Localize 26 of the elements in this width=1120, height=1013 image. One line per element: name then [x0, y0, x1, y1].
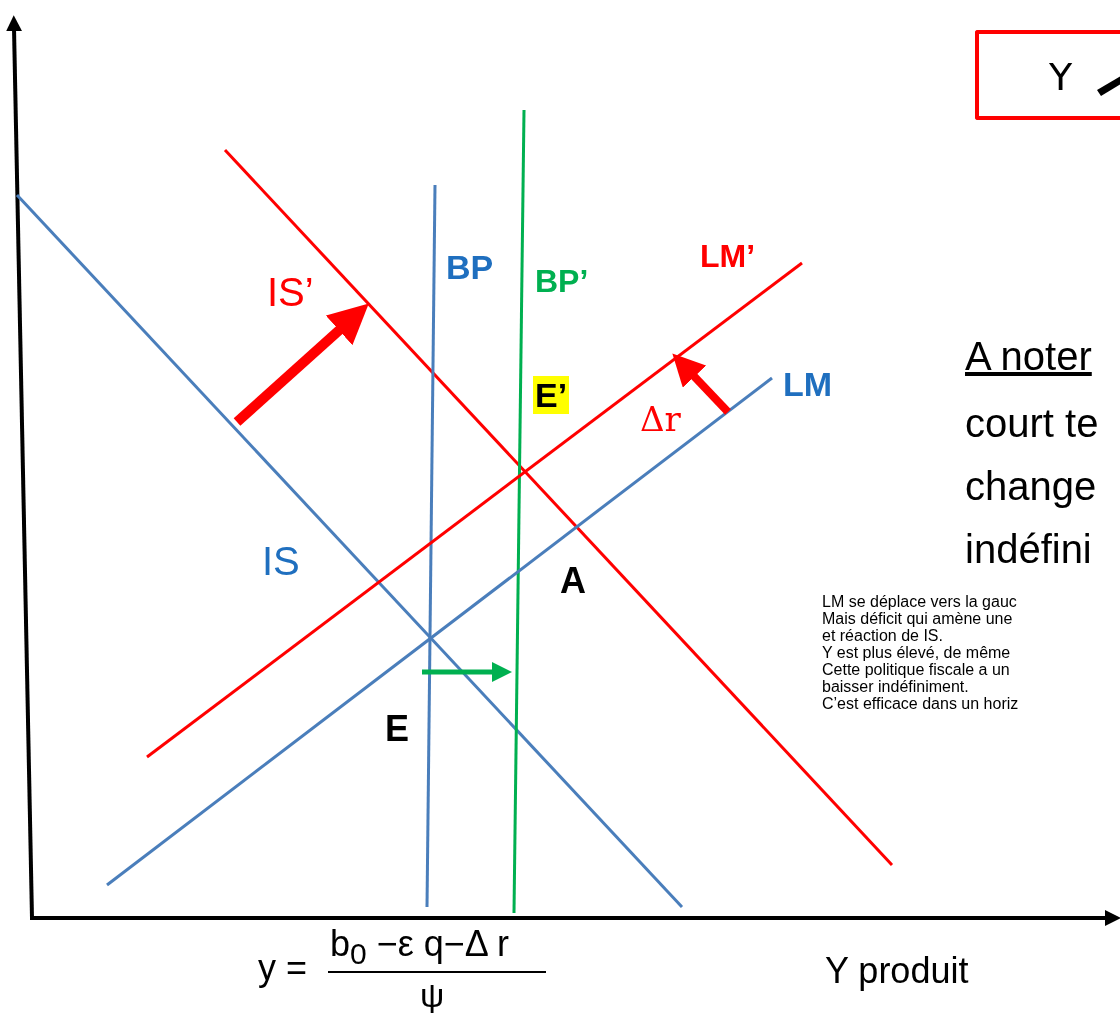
- note-text: change: [965, 466, 1097, 506]
- curve-label: BP: [446, 250, 494, 284]
- explanation-text: et réaction de IS.: [822, 628, 943, 644]
- curve-label: LM’: [700, 240, 756, 272]
- rate-change-label: Δr: [640, 402, 681, 436]
- equilibrium-label: E: [385, 711, 409, 747]
- curve-label: BP’: [535, 265, 589, 297]
- equilibrium-label: E’: [533, 376, 570, 414]
- highlight-box: [975, 30, 1120, 120]
- explanation-text: Cette politique fiscale a un: [822, 662, 1010, 678]
- formula-numerator: b$_{0}$ −ε q−Δ r: [330, 926, 509, 970]
- note-text: court te: [965, 403, 1099, 443]
- explanation-text: LM se déplace vers la gauc: [822, 594, 1017, 610]
- curve-label: IS’: [267, 272, 314, 312]
- explanation-text: C’est efficace dans un horiz: [822, 696, 1019, 712]
- point-label: A: [560, 563, 586, 599]
- variable-label: Y: [1049, 58, 1073, 96]
- explanation-text: baisser indéfiniment.: [822, 679, 969, 695]
- axis-label: Y produit: [825, 953, 969, 989]
- curve-label: IS: [262, 541, 300, 581]
- curve-label: LM: [783, 367, 833, 401]
- note-text: indéfini: [965, 529, 1092, 569]
- explanation-text: Mais déficit qui amène une: [822, 611, 1013, 627]
- note-heading: A noter: [965, 336, 1092, 376]
- explanation-text: Y est plus élevé, de même: [822, 645, 1011, 661]
- formula-text: y =: [258, 950, 308, 986]
